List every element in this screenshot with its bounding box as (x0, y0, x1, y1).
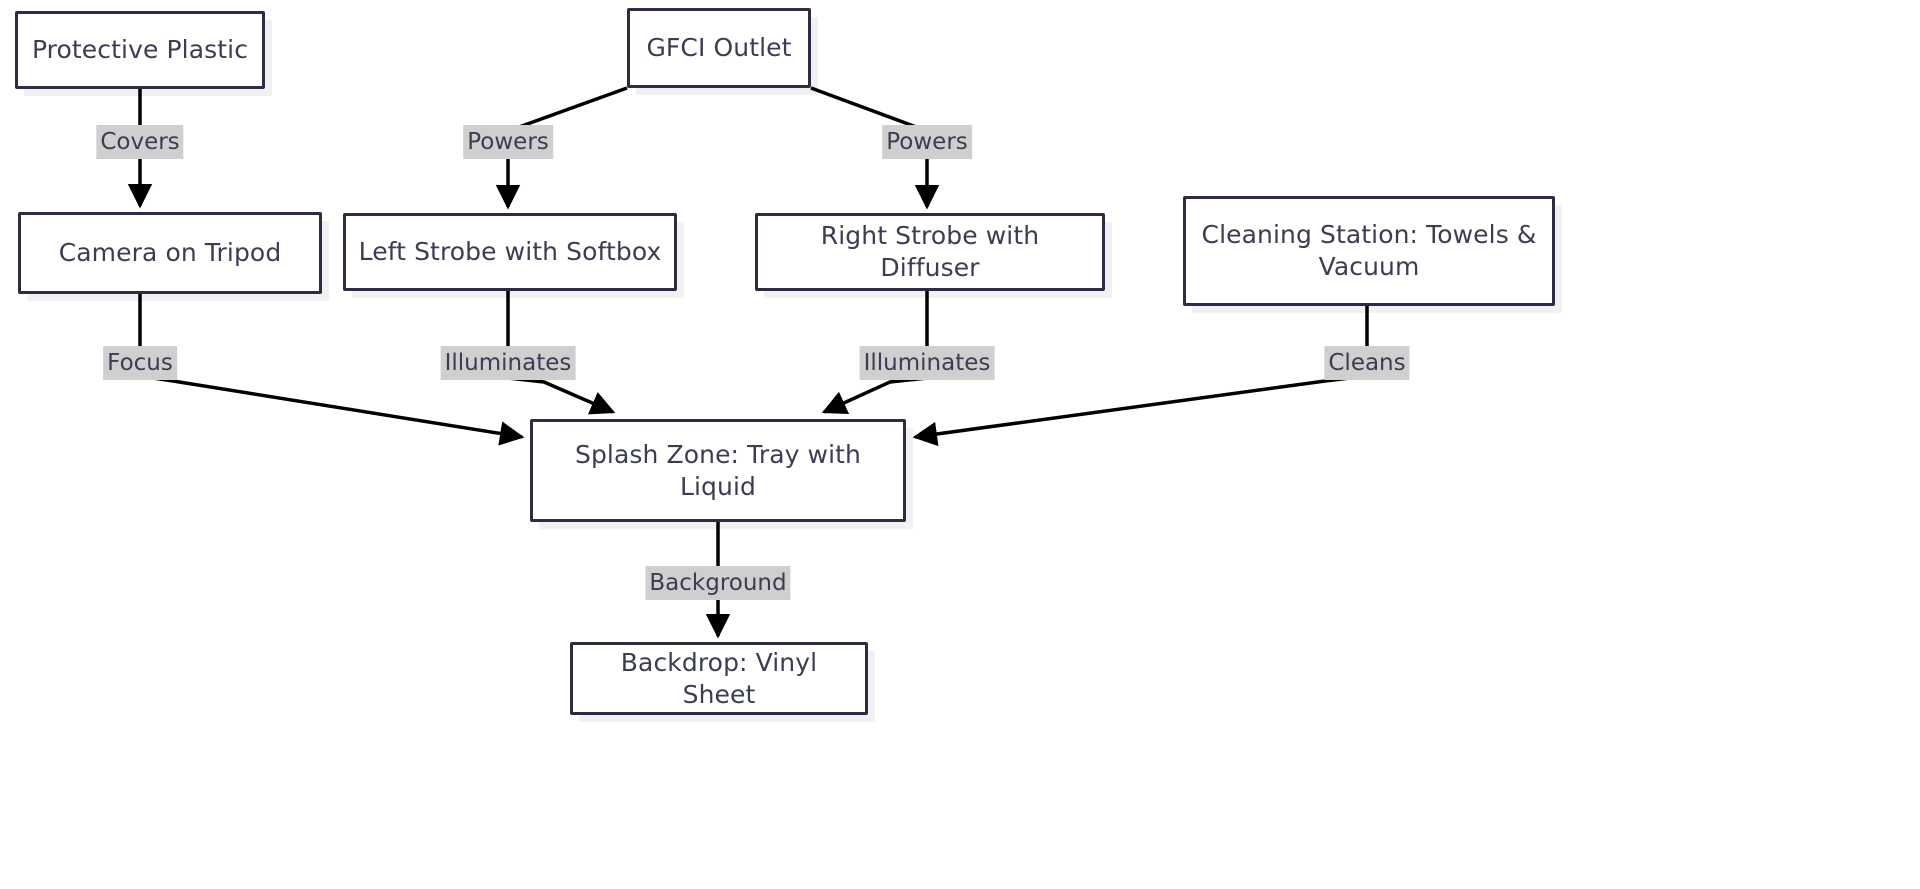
edge-label-powers-right: Powers (882, 125, 972, 159)
node-label: Right Strobe with Diffuser (820, 221, 1040, 282)
edge-illuminates-right (821, 291, 929, 415)
edge-label-illuminates-right: Illuminates (859, 346, 995, 380)
node-label: Left Strobe with Softbox (358, 237, 662, 266)
edge-label-covers: Covers (96, 125, 184, 159)
node-protective-plastic[interactable]: Protective Plastic (15, 11, 265, 89)
edge-label-illuminates-left: Illuminates (440, 346, 576, 380)
node-cleaning-station[interactable]: Cleaning Station: Towels & Vacuum (1183, 196, 1555, 306)
edge-label-powers-left: Powers (463, 125, 553, 159)
node-label: Splash Zone: Tray with Liquid (574, 439, 861, 501)
edge-label-cleans: Cleans (1324, 346, 1410, 380)
node-gfci-outlet[interactable]: GFCI Outlet (627, 8, 811, 88)
node-label: Camera on Tripod (58, 238, 282, 267)
node-right-strobe[interactable]: Right Strobe with Diffuser (755, 213, 1105, 291)
node-left-strobe[interactable]: Left Strobe with Softbox (343, 213, 677, 291)
edge-label-background: Background (645, 566, 791, 600)
node-label: Cleaning Station: Towels & Vacuum (1201, 220, 1537, 281)
edge-label-focus: Focus (103, 346, 177, 380)
node-label: GFCI Outlet (646, 33, 792, 62)
edge-illuminates-left (506, 291, 616, 415)
node-label: Backdrop: Vinyl Sheet (620, 647, 818, 709)
node-label: Protective Plastic (31, 35, 249, 64)
node-splash-zone[interactable]: Splash Zone: Tray with Liquid (530, 419, 906, 522)
node-camera-on-tripod[interactable]: Camera on Tripod (18, 212, 322, 294)
node-backdrop[interactable]: Backdrop: Vinyl Sheet (570, 642, 868, 715)
